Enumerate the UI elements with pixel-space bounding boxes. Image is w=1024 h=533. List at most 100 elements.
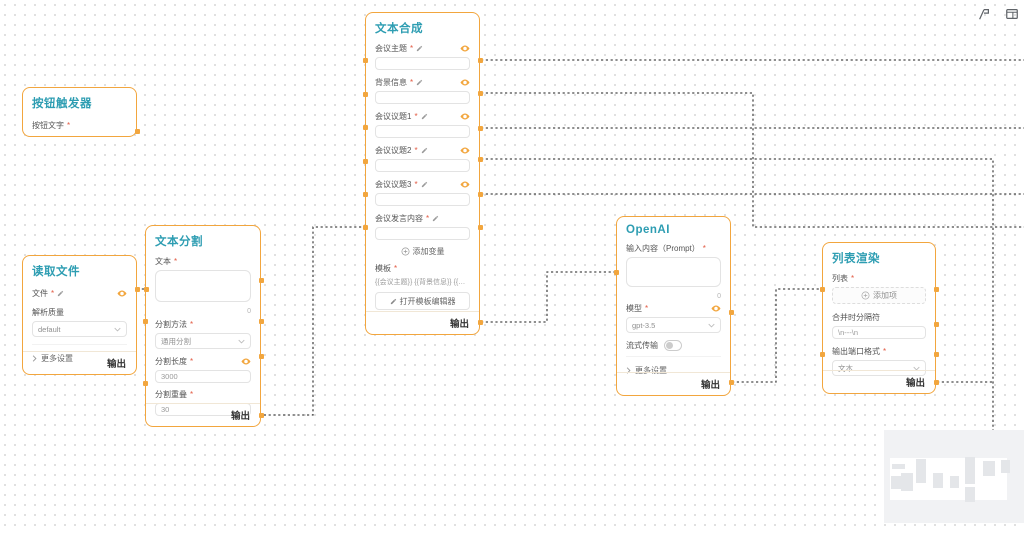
agenda-2-input[interactable] [375, 159, 470, 172]
auto-layout-icon[interactable] [976, 6, 992, 22]
port-handle[interactable] [729, 310, 734, 315]
required-mark: * [426, 214, 429, 223]
minimap-node-block [965, 457, 975, 484]
port-handle[interactable] [135, 287, 140, 292]
add-item-button[interactable]: 添加项 [832, 287, 926, 304]
circle-plus-icon [401, 247, 410, 256]
port-handle[interactable] [259, 319, 264, 324]
meeting-topic-input[interactable] [375, 57, 470, 70]
required-mark: * [67, 121, 70, 130]
port-handle[interactable] [478, 58, 483, 63]
prompt-input[interactable] [626, 257, 721, 287]
split-length-input[interactable] [155, 370, 251, 383]
port-handle[interactable] [820, 287, 825, 292]
port-handle[interactable] [363, 92, 368, 97]
select-value: default [38, 325, 61, 334]
node-list-render[interactable]: 列表渲染 列表 * 添加项 合并时分隔符 输出端口格式 * 文本 输出 [822, 242, 936, 394]
field-label: 合并时分隔符 [832, 312, 880, 323]
port-handle[interactable] [614, 270, 619, 275]
port-handle[interactable] [144, 287, 149, 292]
add-variable-button[interactable]: 添加变量 [375, 246, 470, 257]
edit-icon[interactable] [416, 45, 423, 52]
required-mark: * [174, 257, 177, 266]
add-variable-label: 添加变量 [413, 246, 445, 257]
field-label: 分割长度 [155, 356, 187, 367]
eye-icon[interactable] [117, 290, 127, 297]
node-title: OpenAI [626, 224, 721, 236]
port-handle[interactable] [143, 381, 148, 386]
output-port[interactable]: 输出 [823, 370, 935, 393]
split-method-select[interactable]: 通用分割 [155, 333, 251, 349]
model-select[interactable]: gpt-3.5 [626, 317, 721, 333]
field-label: 分割方法 [155, 319, 187, 330]
port-handle[interactable] [363, 159, 368, 164]
edit-icon[interactable] [421, 181, 428, 188]
port-handle[interactable] [934, 380, 939, 385]
node-button-trigger[interactable]: 按钮触发器 按钮文字 * [22, 87, 137, 137]
eye-icon[interactable] [241, 358, 251, 365]
node-read-file[interactable]: 读取文件 文件 * 解析质量 default 更多设置 输出 [22, 255, 137, 375]
required-mark: * [645, 304, 648, 313]
edge-openai-to-list-render[interactable] [732, 289, 821, 382]
speech-content-input[interactable] [375, 227, 470, 240]
separator-input[interactable] [832, 326, 926, 339]
edit-icon[interactable] [416, 79, 423, 86]
node-text-compose[interactable]: 文本合成 会议主题 * 背景信息 * [365, 12, 480, 335]
stream-toggle[interactable] [664, 340, 682, 351]
agenda-1-input[interactable] [375, 125, 470, 138]
output-port[interactable]: 输出 [146, 403, 260, 426]
port-handle[interactable] [478, 192, 483, 197]
open-template-editor-button[interactable]: 打开模板编辑器 [375, 292, 470, 310]
node-openai[interactable]: OpenAI 输入内容（Prompt） * 0 模型 * gpt-3.5 流式传… [616, 216, 731, 396]
port-handle[interactable] [478, 225, 483, 230]
edit-icon[interactable] [432, 215, 439, 222]
port-handle[interactable] [363, 225, 368, 230]
field-label: 文件 [32, 288, 48, 299]
edit-icon [390, 298, 397, 305]
background-info-input[interactable] [375, 91, 470, 104]
port-handle[interactable] [729, 380, 734, 385]
eye-icon[interactable] [460, 181, 470, 188]
edit-icon[interactable] [57, 290, 64, 297]
required-mark: * [190, 320, 193, 329]
port-handle[interactable] [934, 322, 939, 327]
port-handle[interactable] [478, 91, 483, 96]
eye-icon[interactable] [460, 147, 470, 154]
port-handle[interactable] [363, 192, 368, 197]
port-handle[interactable] [478, 126, 483, 131]
minimap[interactable] [884, 430, 1024, 523]
port-handle[interactable] [820, 352, 825, 357]
parse-quality-select[interactable]: default [32, 321, 127, 337]
port-handle[interactable] [259, 354, 264, 359]
agenda-3-input[interactable] [375, 193, 470, 206]
port-handle[interactable] [478, 320, 483, 325]
edge-text-split-to-text-compose[interactable] [259, 227, 364, 415]
edit-icon[interactable] [421, 113, 428, 120]
port-handle[interactable] [135, 129, 140, 134]
port-handle[interactable] [363, 58, 368, 63]
field-label: 会议议题2 [375, 145, 411, 156]
port-handle[interactable] [934, 352, 939, 357]
port-handle[interactable] [363, 125, 368, 130]
output-port[interactable]: 输出 [366, 311, 479, 334]
port-handle[interactable] [259, 278, 264, 283]
eye-icon[interactable] [711, 305, 721, 312]
minimap-toggle-icon[interactable] [1004, 6, 1020, 22]
text-input[interactable] [155, 270, 251, 302]
output-port[interactable]: 输出 [617, 372, 730, 395]
output-port[interactable]: 输出 [23, 351, 136, 374]
port-handle[interactable] [143, 319, 148, 324]
edge-compose-field-2-out[interactable] [481, 93, 1024, 227]
port-handle[interactable] [259, 413, 264, 418]
edit-icon[interactable] [421, 147, 428, 154]
edge-text-compose-to-openai[interactable] [481, 272, 615, 322]
port-handle[interactable] [934, 287, 939, 292]
eye-icon[interactable] [460, 113, 470, 120]
circle-plus-icon [861, 291, 870, 300]
eye-icon[interactable] [460, 45, 470, 52]
node-text-split[interactable]: 文本分割 文本 * 0 分割方法 * 通用分割 分割长度 * 分割重叠 [145, 225, 261, 427]
add-item-label: 添加项 [873, 290, 897, 301]
port-handle[interactable] [478, 157, 483, 162]
eye-icon[interactable] [460, 79, 470, 86]
